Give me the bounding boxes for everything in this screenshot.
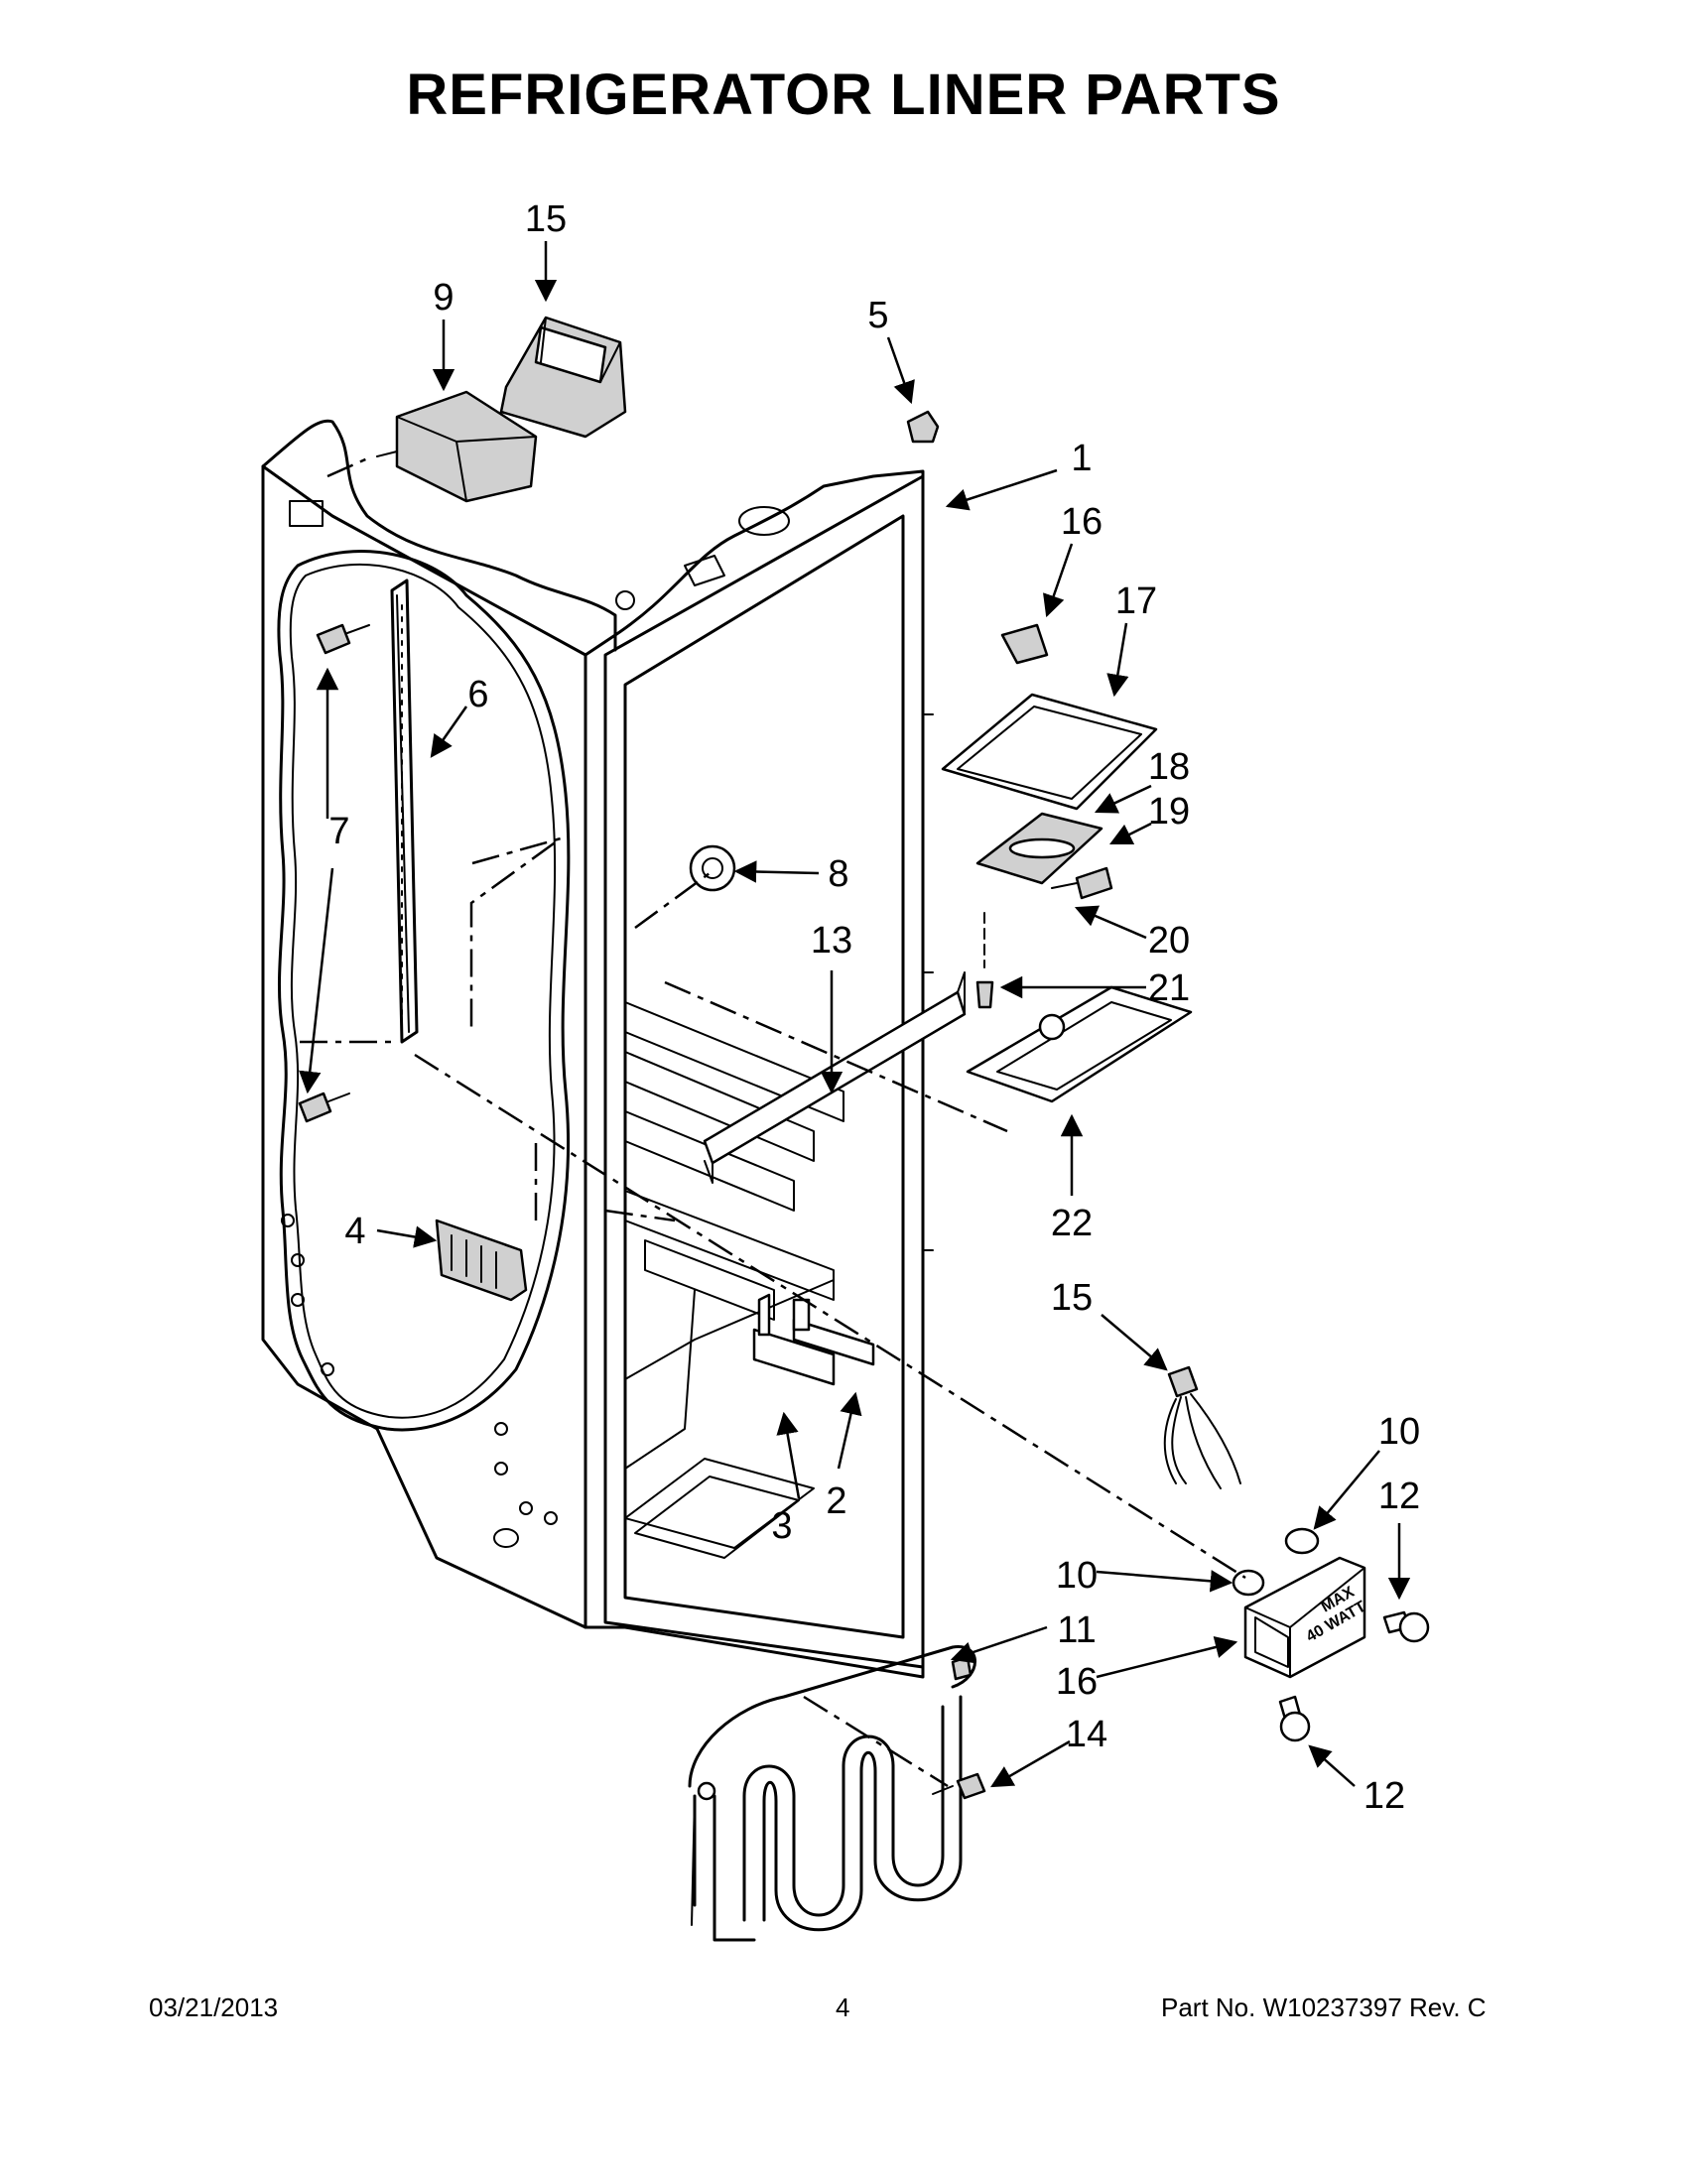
callout-10-left: 10	[1056, 1555, 1098, 1597]
part-6-track	[390, 578, 419, 1044]
footer-date: 03/21/2013	[149, 1992, 279, 2022]
callout-11: 11	[1057, 1609, 1096, 1651]
heater-bracket: MAX 40 WATT	[1232, 1527, 1430, 1742]
callout-13: 13	[811, 920, 852, 962]
part-14-screw	[932, 1772, 986, 1800]
callout-5: 5	[867, 295, 888, 336]
part-11-heater	[688, 1645, 976, 1942]
callout-1: 1	[1071, 438, 1092, 479]
callout-12-top: 12	[1378, 1476, 1420, 1517]
callout-14: 14	[1066, 1714, 1107, 1755]
callout-20: 18	[1148, 746, 1190, 788]
footer-page-number: 4	[836, 1992, 850, 2022]
callout-21: 19	[1148, 791, 1190, 833]
callout-labels: 15 9 5 1 16 17 18 19 20 21 6 7 8 13 4 22…	[328, 198, 1420, 1817]
callout-22: 20	[1148, 920, 1190, 962]
part-4-vent	[435, 1219, 528, 1302]
part-13-bar	[703, 971, 967, 1184]
callout-19: 17	[1115, 580, 1157, 622]
callout-2: 2	[826, 1480, 846, 1522]
part-9-housing	[376, 390, 538, 503]
callout-12-bottom: 12	[1363, 1775, 1405, 1817]
callout-23: 21	[1148, 967, 1190, 1009]
part-24-lens	[966, 985, 1193, 1103]
parts-2-3-brackets	[752, 1293, 875, 1386]
callout-15: 16	[1056, 1661, 1098, 1703]
part-5-clip	[906, 410, 940, 444]
callout-3: 3	[771, 1505, 792, 1547]
alignment-lines	[300, 454, 1246, 1788]
callout-4: 4	[344, 1211, 365, 1252]
callout-18: 16	[1061, 501, 1103, 543]
liner-body	[261, 419, 934, 1679]
callout-6: 6	[467, 674, 488, 715]
part-16-harness	[1163, 1365, 1241, 1489]
leader-arrows	[299, 241, 1411, 1788]
callout-24: 22	[1051, 1203, 1093, 1244]
part-17-bracket	[499, 316, 627, 439]
light-assembly	[941, 623, 1158, 1009]
callout-16: 15	[1051, 1277, 1093, 1319]
callout-9: 9	[433, 277, 454, 319]
callout-8: 8	[828, 853, 848, 895]
callout-10-top: 10	[1378, 1411, 1420, 1453]
footer-part-number: Part No. W10237397 Rev. C	[1161, 1992, 1487, 2022]
part-7-screws	[298, 623, 370, 1123]
callout-17: 15	[525, 198, 567, 240]
callout-7: 7	[328, 811, 349, 852]
page-title: REFRIGERATOR LINER PARTS	[406, 63, 1281, 127]
